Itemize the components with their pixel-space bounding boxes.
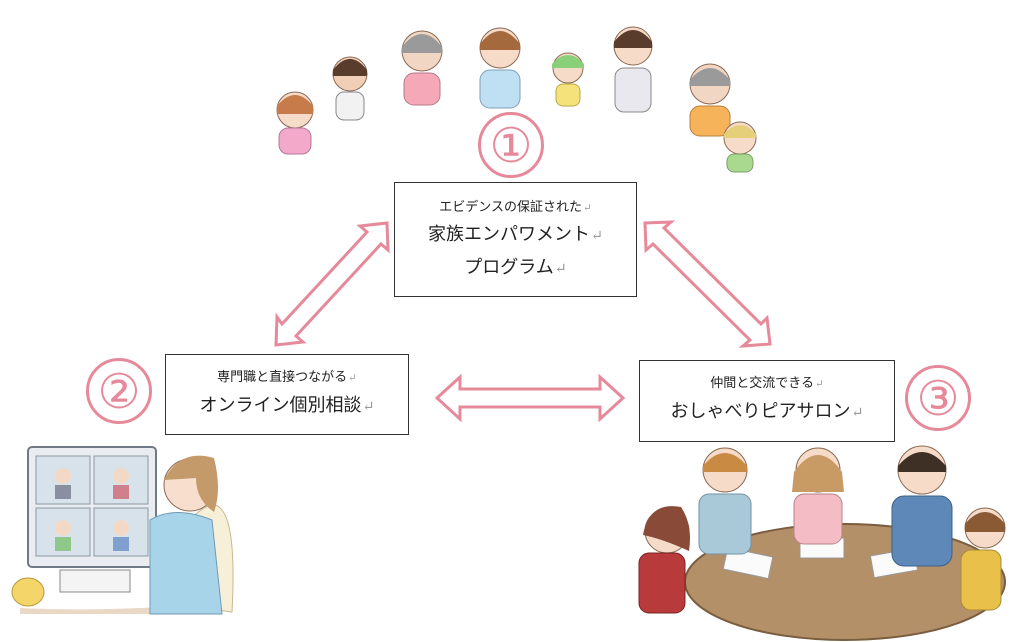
family-group-illustration [276,26,757,173]
peer-salon-title: おしゃべりピアサロン↵ [670,401,864,422]
node-number-1: ① [478,112,544,178]
program-title-line2: プログラム↵ [464,257,567,278]
program-subtitle: エビデンスの保証された↵ [439,200,592,215]
arrow-center-right [643,220,772,348]
consultation-box: 専門職と直接つながる↵ オンライン個別相談↵ [165,354,409,435]
peer-salon-box: 仲間と交流できる↵ おしゃべりピアサロン↵ [639,360,895,442]
arrow-left-right [434,373,626,423]
peer-salon-table-illustration [638,445,1006,641]
program-box: エビデンスの保証された↵ 家族エンパワメント↵ プログラム↵ [394,182,637,297]
consultation-subtitle: 専門職と直接つながる↵ [217,370,357,385]
peer-salon-subtitle: 仲間と交流できる↵ [710,376,824,391]
node-number-2: ② [86,358,152,424]
online-consultation-illustration [11,446,234,615]
program-title-line1: 家族エンパワメント↵ [427,224,604,245]
consultation-title: オンライン個別相談↵ [199,395,375,416]
node-number-3: ③ [905,365,971,431]
arrow-center-left [274,221,390,347]
